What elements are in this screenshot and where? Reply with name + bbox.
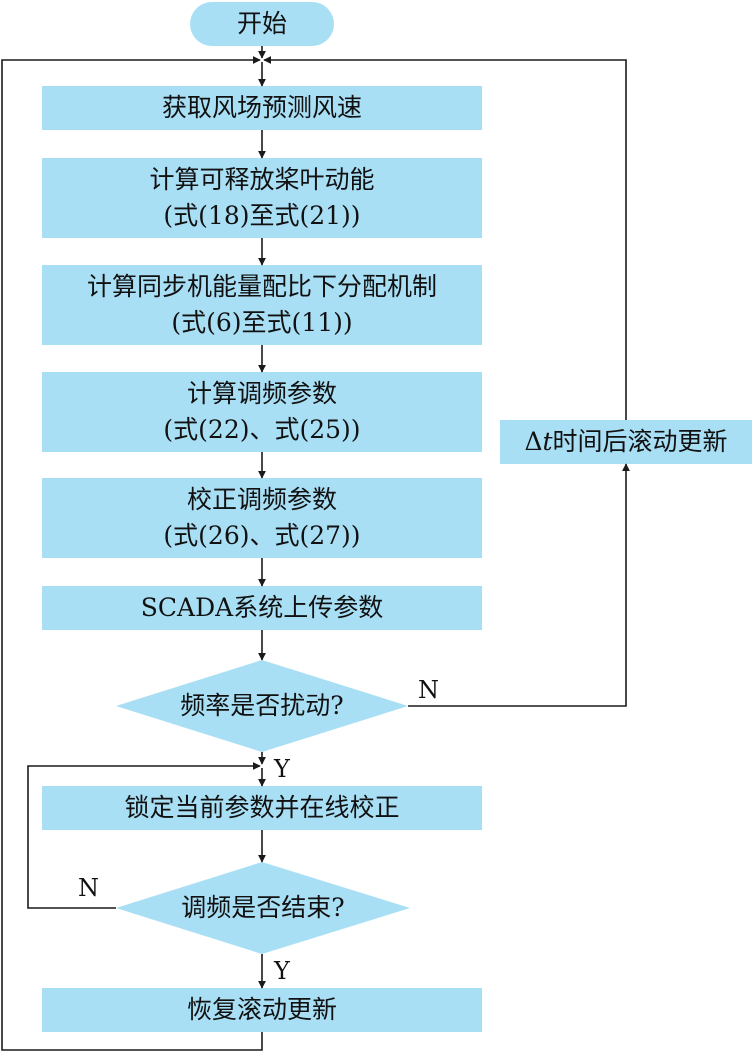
check-freq-box (42, 478, 482, 558)
lock-box (42, 786, 482, 830)
side-update-box (500, 420, 752, 464)
arrow-side-to-top (263, 56, 627, 420)
scada-label: SCADA系统上传参数 (140, 593, 384, 622)
calc-energy-label-line2: (式(18)至式(21)) (163, 201, 361, 230)
check-freq-label-line2: (式(26)、式(27)) (163, 521, 361, 550)
restore-box (42, 988, 482, 1032)
side-update-label: Δt时间后滚动更新 (500, 425, 752, 459)
end-yes-label: Y (274, 957, 290, 985)
side-update-rest: 时间后滚动更新 (552, 427, 728, 456)
calc-ratio-box (42, 265, 482, 345)
arrow-restore-loop (1, 56, 263, 1051)
check-freq-label-line1: 校正调频参数 (186, 485, 337, 514)
disturb-decision-label: 频率是否扰动? (180, 691, 344, 720)
calc-energy-box (42, 158, 482, 238)
calc-freq-box (42, 372, 482, 452)
lock-label: 锁定当前参数并在线校正 (124, 793, 400, 822)
end-decision-label: 调频是否结束? (181, 893, 345, 922)
disturb-no-label: N (418, 676, 439, 704)
calc-freq-label-line2: (式(22)、式(25)) (163, 415, 361, 444)
disturb-decision-shape (116, 660, 408, 752)
arrow-disturb-no-to-side (408, 463, 630, 707)
scada-box (42, 586, 482, 630)
end-decision-shape (116, 862, 410, 954)
t-symbol: t (542, 427, 553, 456)
calc-ratio-label-line1: 计算同步机能量配比下分配机制 (86, 272, 437, 301)
disturb-yes-label: Y (274, 755, 290, 783)
calc-freq-label-line1: 计算调频参数 (186, 379, 337, 408)
start-terminal-shape (190, 2, 334, 46)
end-no-label: N (78, 874, 99, 902)
calc-energy-label-line1: 计算可释放桨叶动能 (149, 165, 375, 194)
restore-label: 恢复滚动更新 (186, 995, 337, 1024)
start-label: 开始 (236, 9, 287, 38)
delta-symbol: Δ (524, 427, 543, 456)
get-wind-label: 获取风场预测风速 (161, 93, 362, 122)
calc-ratio-label-line2: (式(6)至式(11)) (171, 308, 353, 337)
get-wind-box (42, 86, 482, 130)
arrow-end-no-loop (27, 762, 261, 909)
